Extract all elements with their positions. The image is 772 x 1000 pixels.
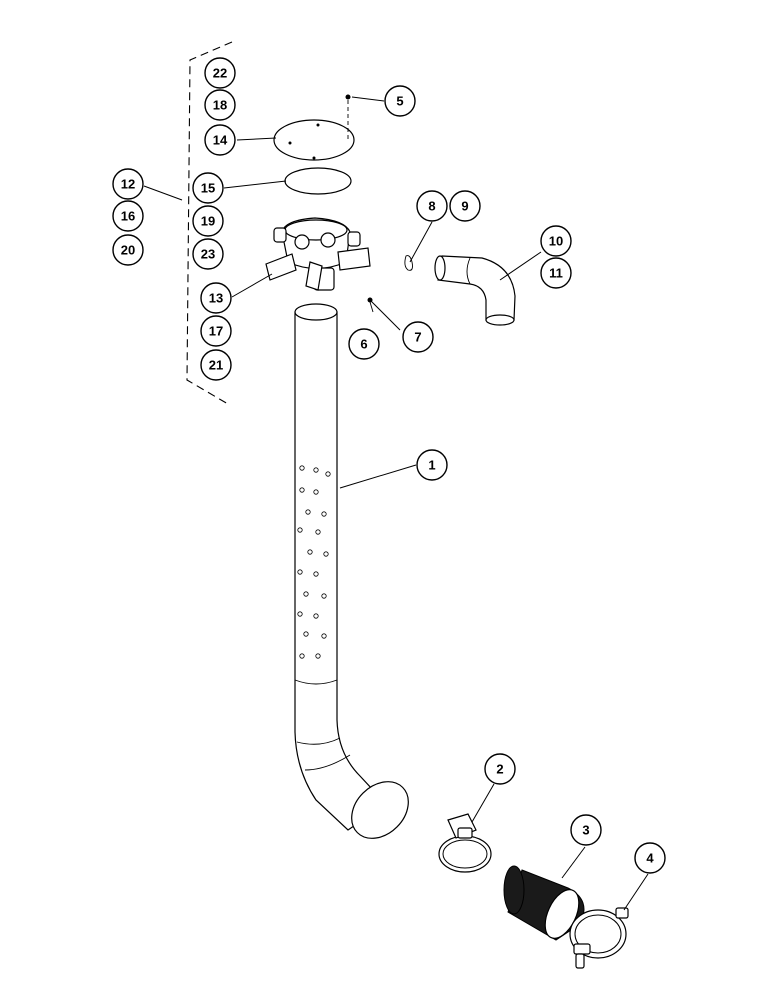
svg-text:17: 17 (209, 324, 223, 339)
callout-18[interactable]: 18 (204, 89, 236, 121)
callout-12[interactable]: 12 (112, 168, 144, 200)
filter-sleeve (503, 865, 585, 941)
callout-23[interactable]: 23 (192, 238, 224, 270)
gasket (284, 167, 352, 195)
callout-22[interactable]: 22 (204, 57, 236, 89)
screw-side (367, 297, 374, 313)
svg-text:9: 9 (461, 199, 468, 214)
svg-text:11: 11 (549, 266, 563, 281)
callout-14[interactable]: 14 (204, 124, 236, 156)
svg-text:22: 22 (213, 66, 227, 81)
callout-3[interactable]: 3 (570, 814, 602, 846)
callout-2[interactable]: 2 (484, 753, 516, 785)
callout-6[interactable]: 6 (348, 328, 380, 360)
callout-7[interactable]: 7 (402, 321, 434, 353)
callout-19[interactable]: 19 (192, 205, 224, 237)
svg-text:1: 1 (428, 458, 435, 473)
svg-text:16: 16 (121, 209, 135, 224)
svg-text:23: 23 (201, 247, 215, 262)
svg-text:4: 4 (646, 851, 654, 866)
callout-4[interactable]: 4 (634, 842, 666, 874)
spring-clip (404, 255, 413, 271)
callout-9[interactable]: 9 (449, 190, 481, 222)
perforated-tube (294, 303, 409, 839)
svg-text:18: 18 (213, 98, 227, 113)
leader-lines (143, 96, 649, 911)
callout-20[interactable]: 20 (112, 234, 144, 266)
svg-text:13: 13 (209, 291, 223, 306)
callout-16[interactable]: 16 (112, 200, 144, 232)
callout-21[interactable]: 21 (200, 349, 232, 381)
svg-text:19: 19 (201, 214, 215, 229)
filter-lid (273, 119, 355, 161)
svg-text:20: 20 (121, 243, 135, 258)
callout-17[interactable]: 17 (200, 315, 232, 347)
svg-text:3: 3 (582, 823, 589, 838)
svg-text:10: 10 (549, 234, 563, 249)
svg-text:5: 5 (396, 94, 403, 109)
svg-text:12: 12 (121, 177, 135, 192)
hose-clamp-large (569, 907, 629, 969)
callout-11[interactable]: 11 (540, 257, 572, 289)
hose-clamp-small (438, 813, 492, 873)
filter-housing (265, 217, 371, 291)
svg-text:2: 2 (496, 762, 503, 777)
callout-15[interactable]: 15 (192, 172, 224, 204)
callout-8[interactable]: 8 (416, 190, 448, 222)
svg-text:14: 14 (213, 133, 228, 148)
callout-10[interactable]: 10 (540, 225, 572, 257)
svg-text:8: 8 (428, 199, 435, 214)
svg-text:21: 21 (209, 358, 223, 373)
svg-text:15: 15 (201, 181, 215, 196)
screw-top (345, 94, 351, 140)
perforation-holes (297, 465, 331, 659)
svg-text:6: 6 (360, 337, 367, 352)
callout-13[interactable]: 13 (200, 282, 232, 314)
svg-text:7: 7 (414, 330, 421, 345)
callout-1[interactable]: 1 (416, 449, 448, 481)
callout-5[interactable]: 5 (384, 85, 416, 117)
elbow-hose (434, 255, 516, 326)
